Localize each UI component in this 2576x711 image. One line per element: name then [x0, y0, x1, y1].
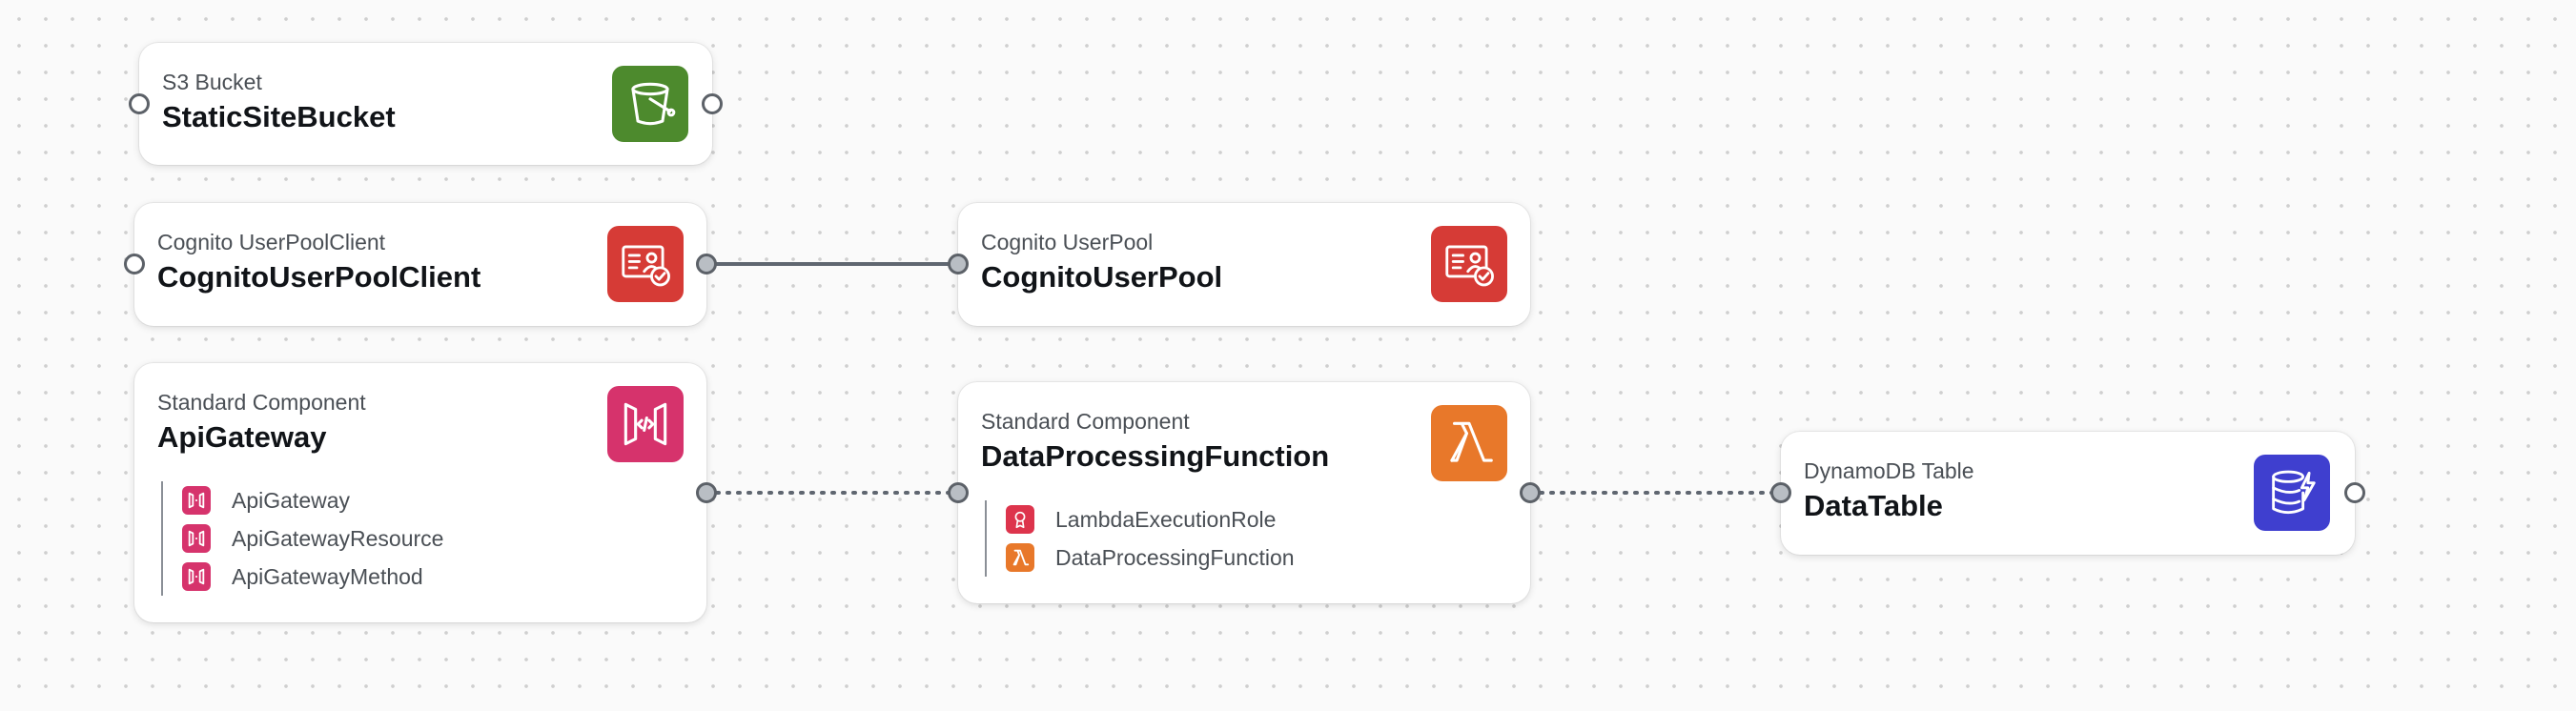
list-item[interactable]: DataProcessingFunction	[1006, 538, 1295, 577]
iam-role-icon	[1006, 505, 1034, 534]
resource-label: ApiGateway	[232, 487, 351, 513]
node-type-label: S3 Bucket	[162, 70, 262, 94]
node-name: CognitoUserPool	[981, 260, 1223, 294]
node-data-processing-function[interactable]: Standard Component DataProcessingFunctio…	[958, 382, 1530, 603]
node-type-label: DynamoDB Table	[1804, 458, 1974, 483]
node-name: ApiGateway	[157, 420, 327, 454]
resource-label: LambdaExecutionRole	[1055, 506, 1277, 532]
list-item[interactable]: ApiGatewayResource	[182, 519, 443, 558]
node-cognito-user-pool[interactable]: Cognito UserPool CognitoUserPool	[958, 203, 1530, 326]
resource-label: ApiGatewayResource	[232, 525, 444, 551]
output-handle[interactable]	[696, 254, 717, 274]
node-type-label: Cognito UserPool	[981, 230, 1154, 254]
input-handle[interactable]	[948, 254, 969, 274]
cognito-icon	[1431, 226, 1507, 302]
resource-list: LambdaExecutionRole DataProcessingFuncti…	[985, 500, 1295, 577]
node-cognito-user-pool-client[interactable]: Cognito UserPoolClient CognitoUserPoolCl…	[134, 203, 706, 326]
api-gateway-icon	[607, 386, 684, 462]
resource-label: DataProcessingFunction	[1055, 544, 1295, 570]
lambda-icon	[1431, 405, 1507, 481]
node-name: DataProcessingFunction	[981, 439, 1330, 473]
output-handle[interactable]	[2344, 482, 2365, 503]
list-item[interactable]: ApiGateway	[182, 481, 443, 519]
node-type-label: Standard Component	[981, 409, 1190, 434]
list-item[interactable]: LambdaExecutionRole	[1006, 500, 1295, 538]
api-resource-icon	[182, 486, 211, 515]
cognito-icon	[607, 226, 684, 302]
node-name: DataTable	[1804, 489, 1943, 522]
list-item[interactable]: ApiGatewayMethod	[182, 558, 443, 596]
input-handle[interactable]	[124, 254, 145, 274]
node-name: StaticSiteBucket	[162, 100, 396, 133]
input-handle[interactable]	[129, 93, 150, 114]
output-handle[interactable]	[696, 482, 717, 503]
lambda-icon	[1006, 543, 1034, 572]
node-type-label: Standard Component	[157, 390, 366, 415]
node-api-gateway[interactable]: Standard Component ApiGateway ApiGateway…	[134, 363, 706, 622]
resource-label: ApiGatewayMethod	[232, 563, 423, 589]
input-handle[interactable]	[948, 482, 969, 503]
node-static-site-bucket[interactable]: S3 Bucket StaticSiteBucket	[139, 43, 712, 165]
api-resource-icon	[182, 524, 211, 553]
bucket-icon	[612, 66, 688, 142]
node-data-table[interactable]: DynamoDB Table DataTable	[1781, 432, 2355, 555]
resource-list: ApiGateway ApiGatewayResource ApiGateway…	[161, 481, 443, 596]
output-handle[interactable]	[702, 93, 723, 114]
input-handle[interactable]	[1770, 482, 1791, 503]
api-resource-icon	[182, 562, 211, 591]
node-type-label: Cognito UserPoolClient	[157, 230, 386, 254]
dynamodb-icon	[2254, 455, 2330, 531]
output-handle[interactable]	[1520, 482, 1541, 503]
node-name: CognitoUserPoolClient	[157, 260, 481, 294]
